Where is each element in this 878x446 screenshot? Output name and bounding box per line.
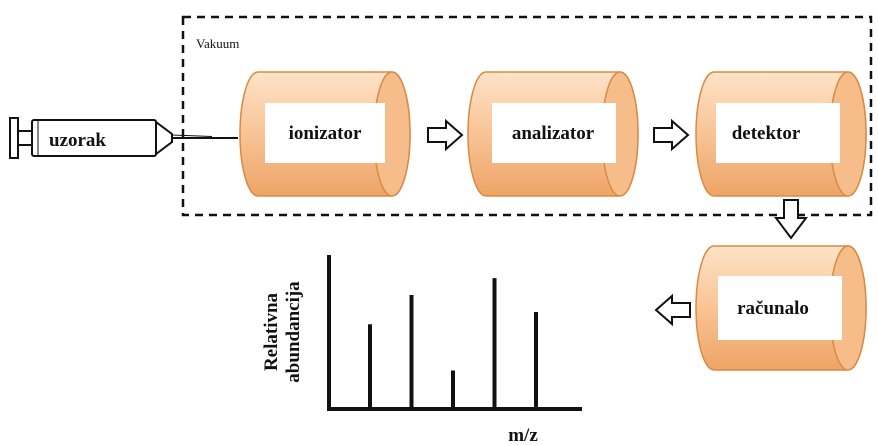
arrow-analyzer-to-detector-icon bbox=[653, 118, 690, 152]
detector-label-box bbox=[716, 103, 840, 163]
detector-cylinder: detektor bbox=[695, 71, 867, 197]
syringe-tip bbox=[155, 120, 173, 156]
arrow-ionizer-to-analyzer-icon bbox=[427, 118, 464, 152]
arrow-detector-to-computer-icon bbox=[774, 199, 808, 240]
arrow-computer-to-spectrum-icon bbox=[654, 293, 691, 327]
detector-label: detektor bbox=[732, 123, 801, 144]
analyzer-label-box bbox=[492, 103, 616, 163]
vacuum-label: Vakuum bbox=[196, 36, 239, 51]
spectrum-ylabel-line1: Relativna bbox=[261, 292, 282, 371]
computer-label-box bbox=[718, 276, 842, 340]
ionizer-label-box bbox=[265, 103, 385, 163]
spectrum-xlabel: m/z bbox=[508, 425, 538, 446]
syringe-plunger bbox=[17, 130, 33, 146]
mass-spectrum: Relativna abundancija m/z bbox=[261, 255, 582, 446]
analyzer-label: analizator bbox=[512, 123, 595, 144]
spectrum-ylabel-line2: abundancija bbox=[283, 281, 304, 383]
computer-label: računalo bbox=[737, 298, 809, 319]
spectrum-peaks bbox=[368, 278, 538, 409]
ionizer-label: ionizator bbox=[289, 123, 362, 144]
syringe-plunger-cap bbox=[9, 117, 19, 159]
computer-cylinder: računalo bbox=[695, 245, 867, 371]
sample-syringe: uzorak bbox=[9, 117, 238, 159]
sample-label: uzorak bbox=[49, 130, 106, 151]
analyzer-cylinder: analizator bbox=[467, 71, 639, 197]
ionizer-cylinder: ionizator bbox=[239, 71, 411, 197]
vacuum-boundary bbox=[181, 15, 873, 217]
